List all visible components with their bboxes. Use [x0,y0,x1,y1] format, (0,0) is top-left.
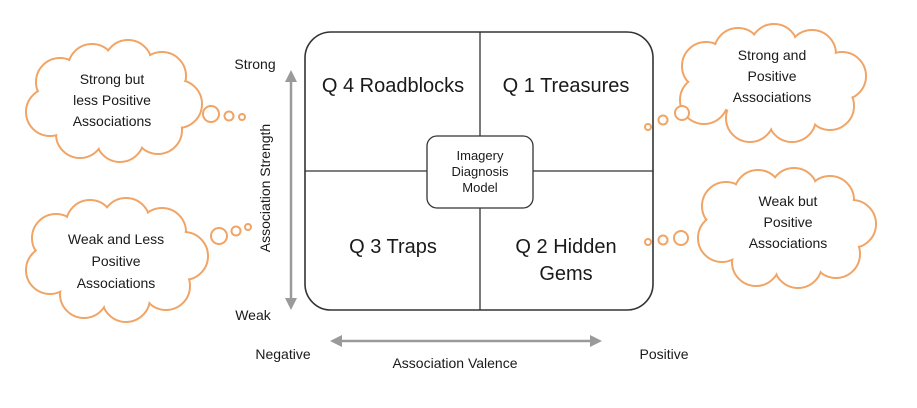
quadrant-q2-label-line1: Q 2 Hidden [515,236,616,258]
cloud-top-right-line3: Associations [733,89,812,105]
cloud-bottom-right-bubbles [644,230,689,246]
valence-axis-arrow-right [590,335,602,347]
cloud-top-left-bubbles [202,105,246,123]
cloud-top-left-line3: Associations [73,113,152,129]
strength-axis [285,70,297,310]
cloud-top-right: Strong and Positive Associations [644,23,867,143]
quadrant-q2-label-line2: Gems [539,263,592,285]
cloud-top-left-line1: Strong but [80,71,145,87]
cloud-bottom-left-line2: Positive [91,253,140,269]
center-model-box: Imagery Diagnosis Model [426,135,534,209]
cloud-bottom-left-line3: Associations [77,275,156,291]
strength-axis-arrow-up [285,70,297,82]
cloud-bottom-right: Weak but Positive Associations [644,167,877,289]
valence-low-label: Negative [255,346,310,362]
cloud-top-right-bubbles [644,105,690,131]
cloud-top-left-line2: less Positive [73,92,151,108]
valence-axis-title: Association Valence [392,355,517,371]
quadrant-q1-label: Q 1 Treasures [503,75,630,97]
cloud-bottom-right-line2: Positive [763,214,812,230]
strength-high-label: Strong [234,56,275,72]
valence-high-label: Positive [639,346,688,362]
cloud-bottom-left: Weak and Less Positive Associations [25,197,252,323]
cloud-top-right-line1: Strong and [738,47,807,63]
strength-axis-title: Association Strength [257,124,273,252]
center-label-line1: Imagery [457,148,504,163]
strength-low-label: Weak [235,307,272,323]
valence-axis-arrow-left [330,335,342,347]
strength-axis-arrow-down [285,298,297,310]
quadrant-q4-label: Q 4 Roadblocks [322,75,464,97]
center-label-line2: Diagnosis [451,164,509,179]
valence-axis [330,335,602,347]
cloud-bottom-left-line1: Weak and Less [68,231,164,247]
cloud-bottom-right-line3: Associations [749,235,828,251]
cloud-bottom-right-line1: Weak but [759,193,818,209]
cloud-bottom-left-bubbles [210,223,252,245]
center-label-line3: Model [462,180,498,195]
cloud-top-left: Strong but less Positive Associations [25,39,246,163]
center-box-border [426,135,534,209]
quadrant-q3-label: Q 3 Traps [349,236,437,258]
cloud-top-right-line2: Positive [747,68,796,84]
